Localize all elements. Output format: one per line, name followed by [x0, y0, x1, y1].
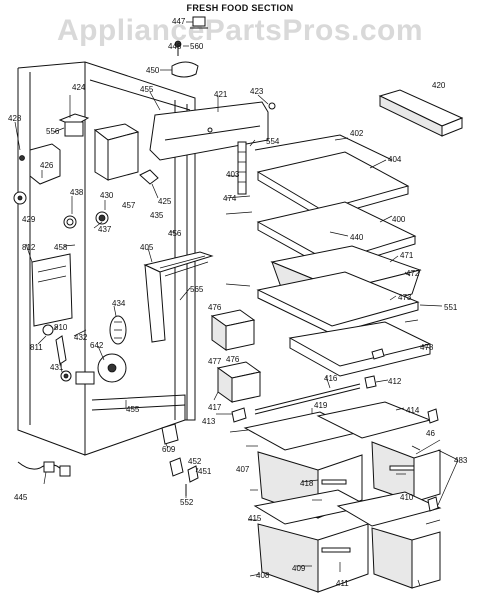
top-hinge-parts: [171, 16, 208, 78]
callout-402: 402: [350, 129, 364, 138]
callout-431: 431: [50, 363, 64, 372]
callout-409: 409: [292, 564, 306, 573]
crisper-drawer-right: [316, 401, 441, 503]
callout-478: 478: [420, 343, 434, 352]
callout-445: 445: [14, 493, 28, 502]
callout-609: 609: [162, 445, 176, 454]
callout-430: 430: [100, 191, 114, 200]
side-clips: [427, 408, 439, 512]
callout-408: 408: [256, 571, 270, 580]
thermostat-cover: [31, 253, 73, 382]
callout-457: 457: [122, 201, 136, 210]
callout-414: 414: [406, 406, 420, 415]
callout-455: 455: [126, 405, 140, 414]
callout-447: 447: [172, 17, 186, 26]
callout-432: 432: [74, 333, 88, 342]
air-duct: [143, 251, 214, 343]
callout-474: 474: [223, 194, 237, 203]
cabinet-frame: [17, 61, 196, 456]
callout-560: 560: [190, 42, 204, 51]
callout-450: 450: [146, 66, 160, 75]
callout-400: 400: [392, 215, 406, 224]
callout-429: 429: [22, 215, 36, 224]
callout-458: 458: [54, 243, 68, 252]
callout-46: 46: [426, 429, 435, 438]
dish-476-b: [216, 361, 262, 403]
callout-434: 434: [112, 299, 126, 308]
callout-811: 811: [30, 343, 43, 352]
callout-418: 418: [300, 479, 314, 488]
callout-554: 554: [266, 137, 280, 146]
callout-435: 435: [150, 211, 164, 220]
callout-410: 410: [400, 493, 414, 502]
callout-437: 437: [98, 225, 112, 234]
callout-472: 472: [406, 269, 420, 278]
diagram-title: FRESH FOOD SECTION: [186, 3, 294, 13]
fan-motor: [75, 315, 127, 385]
callout-420: 420: [432, 81, 446, 90]
shelf-404-top: [254, 134, 410, 219]
dish-476-a: [210, 309, 256, 351]
callout-476: 476: [208, 303, 222, 312]
callout-477: 477: [208, 357, 222, 366]
callout-455: 455: [140, 85, 154, 94]
callout-423: 423: [250, 87, 264, 96]
callout-452: 452: [188, 457, 202, 466]
wire-harness: [17, 461, 71, 477]
callout-412: 412: [388, 377, 402, 386]
callout-labels: 447 448 560 450 423 420 424 455 421 428 556 554 402 4…: [8, 17, 468, 588]
callout-471: 471: [400, 251, 414, 260]
callout-456: 456: [168, 229, 182, 238]
callout-552: 552: [180, 498, 194, 507]
callout-419: 419: [314, 401, 328, 410]
callout-476: 476: [226, 355, 240, 364]
callout-404: 404: [388, 155, 402, 164]
leader-lines: [14, 21, 459, 587]
pan-408-right: [336, 491, 442, 589]
callout-551: 551: [444, 303, 458, 312]
callout-473: 473: [398, 293, 412, 302]
callout-417: 417: [208, 403, 222, 412]
rail-416: [231, 375, 377, 423]
callout-810: 810: [54, 323, 68, 332]
callout-411: 411: [336, 579, 349, 588]
callout-438: 438: [70, 188, 84, 197]
callout-565: 565: [190, 285, 204, 294]
callout-407: 407: [236, 465, 250, 474]
light-shield-assembly: [149, 101, 276, 195]
bracket-parts: [161, 423, 199, 496]
control-housing: [13, 113, 159, 229]
callout-416: 416: [324, 374, 338, 383]
callout-642: 642: [90, 341, 104, 350]
callout-424: 424: [72, 83, 86, 92]
callout-451: 451: [198, 467, 212, 476]
callout-415: 415: [248, 514, 262, 523]
shelf-frame-478: [288, 321, 432, 377]
callout-403: 403: [226, 170, 240, 179]
callout-421: 421: [214, 90, 228, 99]
callout-428: 428: [8, 114, 22, 123]
callout-483: 483: [454, 456, 468, 465]
callout-812: 812: [22, 243, 36, 252]
bin-420: [378, 89, 464, 137]
callout-448: 448: [168, 42, 182, 51]
callout-426: 426: [40, 161, 54, 170]
callout-405: 405: [140, 243, 154, 252]
callout-425: 425: [158, 197, 172, 206]
pan-408-left: [253, 489, 370, 593]
callout-556: 556: [46, 127, 60, 136]
callout-440: 440: [350, 233, 364, 242]
callout-413: 413: [202, 417, 216, 426]
